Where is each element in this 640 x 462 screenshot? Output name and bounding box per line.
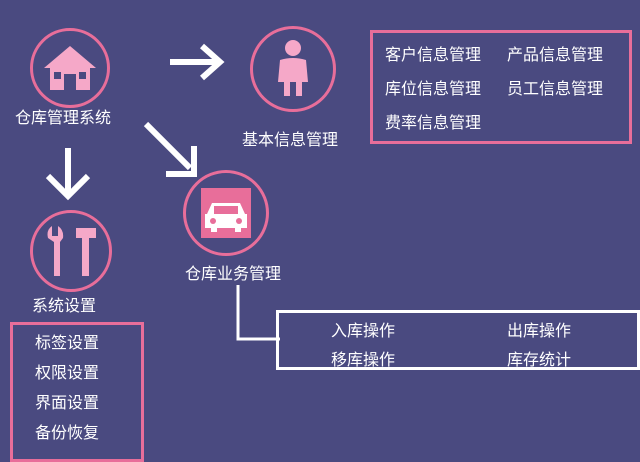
list-item: 库存统计 bbox=[507, 350, 572, 369]
warehouse-system-circle bbox=[30, 28, 110, 108]
list-item: 标签设置 bbox=[35, 333, 100, 352]
warehouse-business-circle bbox=[183, 170, 269, 256]
list-item: 客户信息管理 bbox=[385, 45, 482, 64]
connector-line bbox=[236, 285, 280, 341]
list-item: 界面设置 bbox=[35, 393, 100, 412]
basic-info-circle bbox=[250, 26, 336, 112]
list-item: 费率信息管理 bbox=[385, 113, 482, 132]
system-settings-circle bbox=[30, 210, 112, 292]
list-item: 权限设置 bbox=[35, 363, 100, 382]
arrow-down-icon bbox=[45, 148, 91, 201]
tools-icon bbox=[47, 226, 96, 276]
list-item: 库位信息管理 bbox=[385, 79, 482, 98]
list-item: 出库操作 bbox=[507, 321, 572, 340]
arrow-diagonal-icon bbox=[143, 121, 197, 177]
person-icon bbox=[278, 40, 308, 96]
list-item: 员工信息管理 bbox=[507, 79, 604, 98]
list-item: 备份恢复 bbox=[35, 423, 100, 442]
settings-box: 标签设置 权限设置 界面设置 备份恢复 bbox=[10, 322, 144, 462]
car-icon bbox=[201, 188, 251, 238]
business-box: 入库操作 出库操作 移库操作 库存统计 bbox=[276, 310, 640, 370]
warehouse-business-label: 仓库业务管理 bbox=[185, 264, 282, 283]
list-item: 移库操作 bbox=[331, 350, 396, 369]
list-item: 产品信息管理 bbox=[507, 45, 604, 64]
list-item: 入库操作 bbox=[331, 321, 396, 340]
basic-info-box: 客户信息管理 产品信息管理 库位信息管理 员工信息管理 费率信息管理 bbox=[370, 30, 632, 144]
basic-info-label: 基本信息管理 bbox=[242, 130, 339, 149]
warehouse-system-label: 仓库管理系统 bbox=[15, 108, 112, 127]
house-icon bbox=[44, 46, 96, 90]
arrow-right-icon bbox=[170, 43, 225, 81]
system-settings-label: 系统设置 bbox=[32, 296, 97, 315]
